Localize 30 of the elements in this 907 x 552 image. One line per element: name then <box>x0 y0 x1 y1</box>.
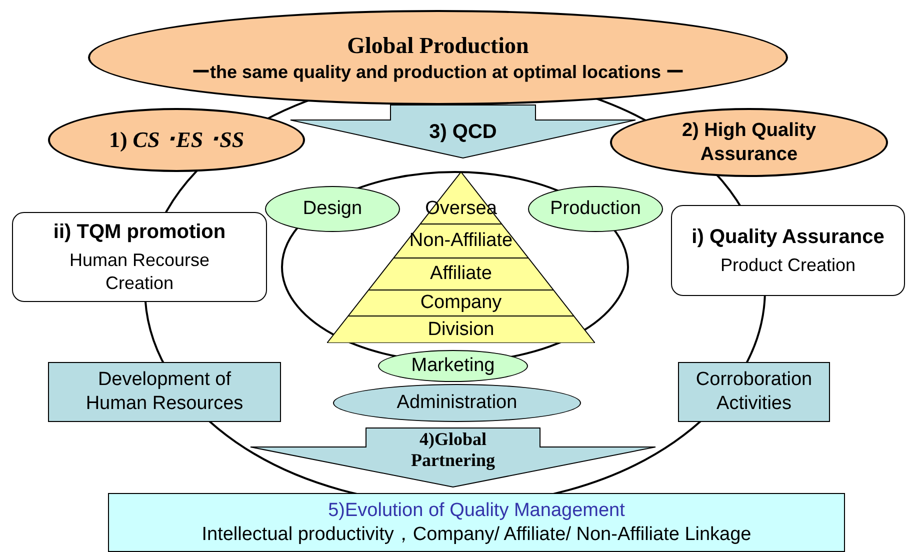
activity-label: Corroboration Activities <box>694 368 814 416</box>
level-label: Affiliate <box>430 262 492 286</box>
result-box <box>108 493 845 552</box>
activity-box <box>48 362 281 422</box>
result-text: Intellectual productivity，Company/ Affiliate/ Non-Affiliate Linkage <box>202 522 752 546</box>
goal-label: 2) High Quality Assurance <box>680 118 818 166</box>
edge-label: 3) QCD <box>429 120 497 145</box>
level-label: Company <box>420 291 502 315</box>
level-label: Division <box>428 318 494 342</box>
card-heading: i) Quality Assurance <box>692 224 884 250</box>
block-arrow <box>290 104 636 159</box>
block-arrow <box>250 428 656 488</box>
function-label: Marketing <box>411 354 495 378</box>
function-label: Administration <box>396 390 518 415</box>
activity-label: Development of Human Resources <box>84 368 244 416</box>
info-card <box>12 212 267 302</box>
level-label: Non-Affiliate <box>409 229 513 253</box>
card-text: Product Creation <box>719 254 857 276</box>
info-card <box>671 205 905 296</box>
activity-box <box>678 362 830 422</box>
title-text: Global Production <box>347 32 529 60</box>
card-text: Human Recourse Creation <box>68 249 211 294</box>
function-label: Design <box>302 196 362 221</box>
goal-label: 1) CS ･ES ･SS <box>108 126 244 154</box>
function-label: Production <box>550 196 641 221</box>
function-ellipse <box>265 186 400 232</box>
edge-label: 4)Global Partnering <box>410 429 496 471</box>
subtitle-text: ーthe same quality and production at optimal locations ー <box>192 60 684 84</box>
result-heading: 5)Evolution of Quality Management <box>328 498 625 522</box>
card-heading: ii) TQM promotion <box>53 220 226 245</box>
